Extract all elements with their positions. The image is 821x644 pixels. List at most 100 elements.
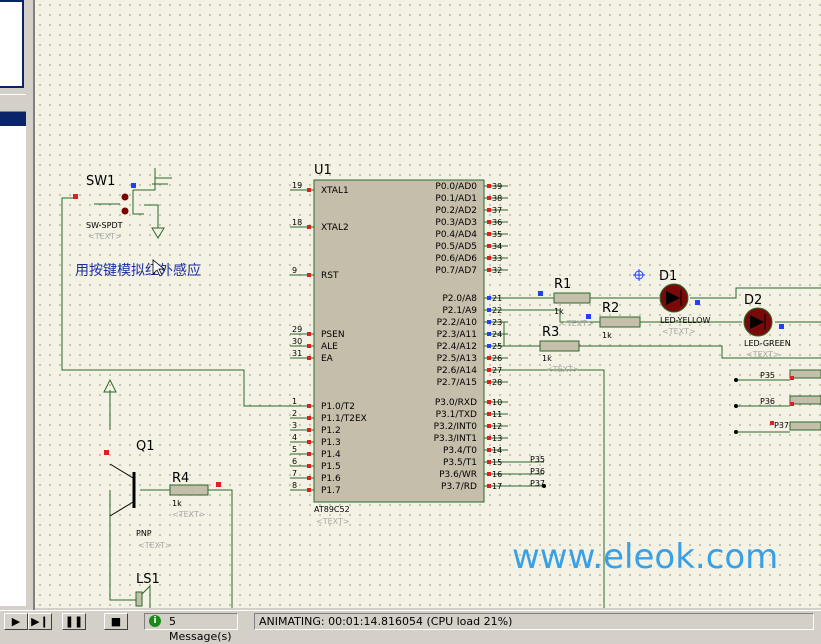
u1-left-pin-name: ALE (321, 342, 338, 352)
u1-pin-state (487, 424, 491, 428)
u1-right-pins: 39P0.0/AD038P0.1/AD137P0.2/AD236P0.3/AD3… (434, 182, 508, 492)
u1-right-pin-number: 12 (492, 422, 502, 431)
pause-button[interactable]: ❚❚ (62, 613, 86, 630)
net-label-p35: P35 (530, 455, 545, 464)
u1-right-pin-name: P3.3/INT1 (434, 434, 477, 444)
u1-pin-state (487, 208, 491, 212)
u1-pin-state (487, 484, 491, 488)
u1-right-pin-name: P0.6/AD6 (435, 254, 477, 264)
left-panel (0, 0, 35, 610)
r2-marker (586, 314, 591, 319)
mouse-pointer-icon (152, 259, 166, 277)
u1-left-pin-name: P1.4 (321, 450, 341, 460)
r1-text: <TEXT> (560, 319, 594, 328)
play-button[interactable]: ▶❙ (28, 613, 52, 630)
sw1-contact-bottom[interactable] (121, 207, 129, 215)
panel-splitter[interactable] (0, 94, 26, 112)
power-arrow-icon (151, 227, 165, 239)
sw1-text: <TEXT> (88, 232, 122, 241)
r4-body[interactable] (169, 484, 209, 496)
u1-right-pin-name: P3.6/WR (439, 470, 477, 480)
ls1-body[interactable] (135, 591, 143, 607)
u1-pin-state (307, 440, 311, 444)
u1-right-pin-number: 15 (492, 458, 502, 467)
u1-right-pin-number: 25 (492, 342, 502, 351)
u1-left-pin-number: 31 (292, 349, 302, 358)
right-label-p36: P36 (760, 397, 775, 406)
u1-left-pin-number: 9 (292, 266, 297, 275)
u1-right-pin-name: P2.0/A8 (442, 294, 477, 304)
stop-button[interactable]: ■ (104, 613, 128, 630)
u1-right-pin-name: P2.3/A11 (437, 330, 477, 340)
u1-pin-state (487, 400, 491, 404)
sw1-contact-top[interactable] (121, 193, 129, 201)
u1-left-pin-number: 19 (292, 181, 302, 190)
u1-right-pin-name: P3.4/T0 (443, 446, 477, 456)
u1-pin-state (487, 184, 491, 188)
ls1-ref: LS1 (136, 572, 160, 587)
r2-value: 1k (602, 331, 612, 340)
q1-ref: Q1 (136, 439, 155, 454)
button-p36[interactable] (789, 395, 821, 405)
r4-value: 1k (172, 499, 182, 508)
d2-ref: D2 (744, 293, 762, 308)
u1-pin-state (307, 356, 311, 360)
u1-left-pin-name: XTAL2 (321, 223, 349, 233)
r1-marker (538, 291, 543, 296)
annotation-note: 用按键模拟红外感应 (75, 262, 201, 279)
u1-right-pin-number: 23 (492, 318, 502, 327)
q1-text: <TEXT> (138, 541, 172, 550)
u1-left-pin-name: P1.2 (321, 426, 341, 436)
status-bar: ▶▶❙❚❚■ i 5 Message(s) ANIMATING: 00:01:1… (0, 610, 821, 643)
u1-right-pin-name: P2.6/A14 (437, 366, 478, 376)
ground-icon (152, 168, 172, 185)
messages-count: 5 Message(s) (169, 615, 232, 643)
u1-right-pin-number: 26 (492, 354, 502, 363)
u1-pin-state (487, 244, 491, 248)
u1-right-pin-number: 39 (492, 182, 502, 191)
device-list[interactable] (0, 126, 26, 606)
r1-body[interactable] (553, 292, 591, 304)
r3-body[interactable] (539, 340, 580, 352)
u1-right-pin-name: P3.7/RD (441, 482, 477, 492)
sw1-ref: SW1 (86, 174, 115, 189)
r3-ref: R3 (542, 325, 559, 340)
crosshair-icon (633, 269, 645, 281)
button-p37[interactable] (789, 421, 821, 431)
u1-left-pin-name: P1.0/T2 (321, 402, 355, 412)
u1-pin-state (307, 344, 311, 348)
u1-pin-state (487, 232, 491, 236)
d1-ref: D1 (659, 269, 677, 284)
u1-right-pin-number: 35 (492, 230, 502, 239)
r2-ref: R2 (602, 301, 619, 316)
u1-left-pin-number: 4 (292, 433, 297, 442)
u1-right-pin-number: 11 (492, 410, 502, 419)
r1-value: 1k (554, 307, 564, 316)
net-label-p36: P36 (530, 467, 545, 476)
u1-left-pin-name: P1.6 (321, 474, 341, 484)
q1-part: PNP (136, 529, 152, 538)
d1-marker (695, 300, 700, 305)
u1-body[interactable] (313, 179, 485, 503)
overview-window[interactable] (0, 0, 24, 88)
u1-right-pin-number: 14 (492, 446, 502, 455)
d2-part: LED-GREEN (744, 339, 791, 348)
d2-text: <TEXT> (746, 350, 780, 359)
u1-right-pin-number: 33 (492, 254, 502, 263)
u1-pin-state (487, 368, 491, 372)
button-p35[interactable] (789, 369, 821, 379)
u1-right-pin-number: 10 (492, 398, 502, 407)
messages-indicator[interactable]: i 5 Message(s) (144, 613, 238, 643)
u1-right-pin-name: P3.5/T1 (443, 458, 477, 468)
u1-left-pin-number: 2 (292, 409, 297, 418)
q1-marker (104, 450, 109, 455)
u1-pin-state (307, 188, 311, 192)
u1-right-pin-number: 34 (492, 242, 502, 251)
u1-pin-state (487, 412, 491, 416)
u1-right-pin-number: 13 (492, 434, 502, 443)
r2-body[interactable] (599, 316, 641, 328)
step-button[interactable]: ▶ (4, 613, 28, 630)
u1-left-pin-name: P1.7 (321, 486, 341, 496)
sw1-part: SW-SPDT (86, 221, 123, 230)
